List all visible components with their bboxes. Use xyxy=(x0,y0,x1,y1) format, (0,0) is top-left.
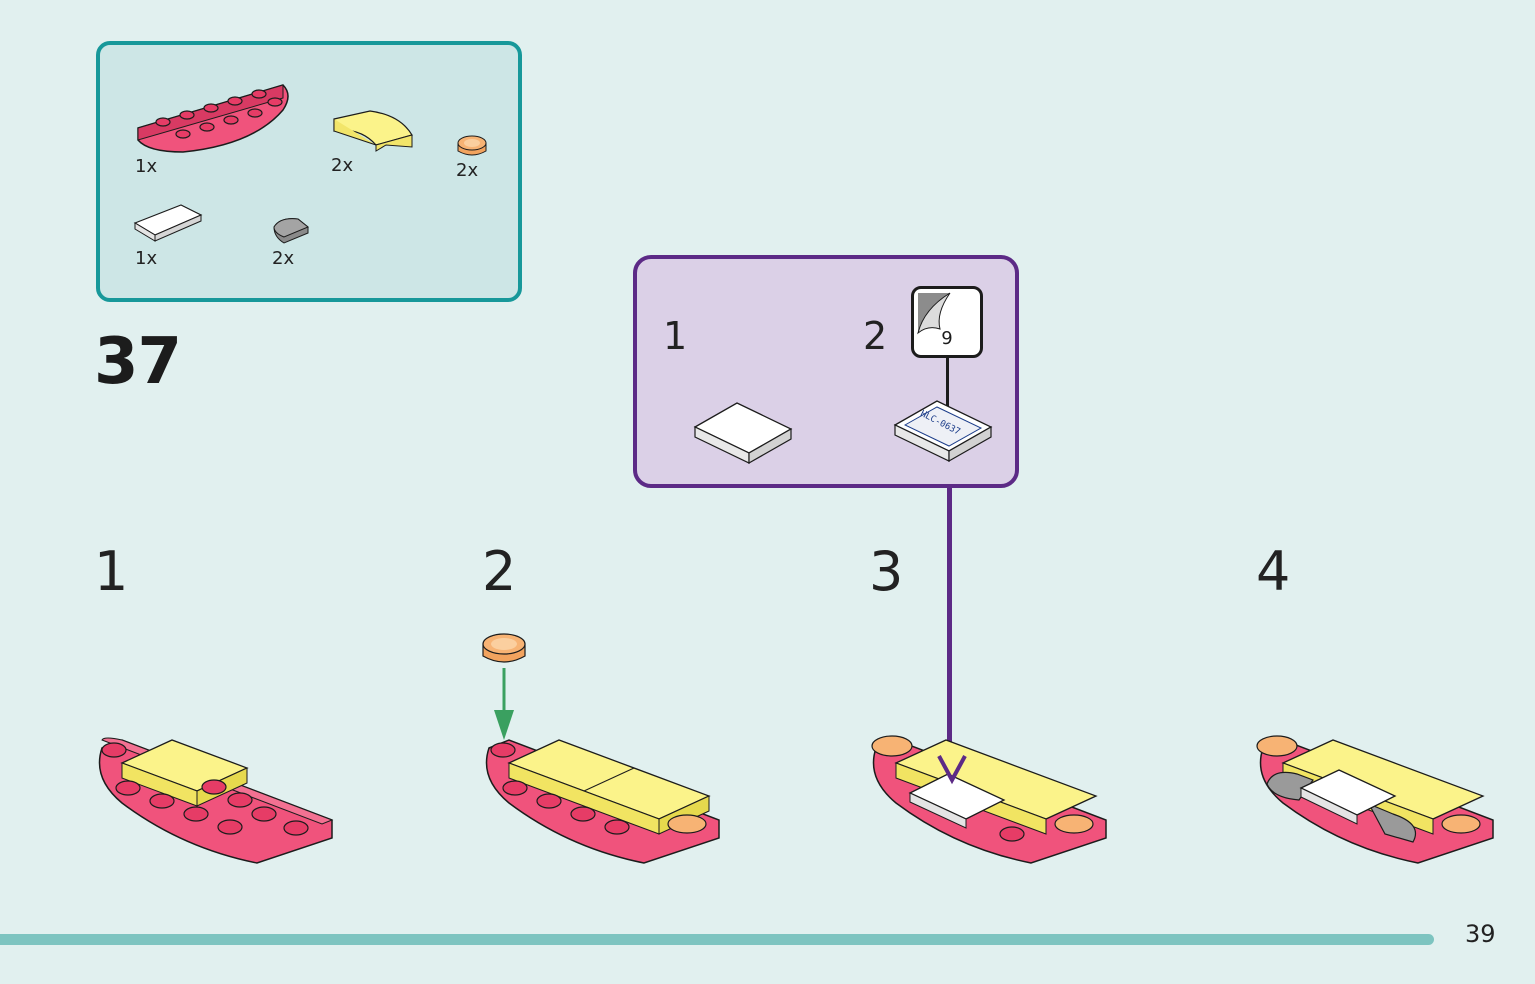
parts-list-box: 1x 2x 2x 1x 2x xyxy=(96,41,522,302)
orange-round-tile-drop xyxy=(482,633,526,663)
sub-assembly-box: 1 2 9 HLC-0637 xyxy=(633,255,1019,488)
step-2-assembly xyxy=(482,633,720,864)
sticker-number: 9 xyxy=(941,328,953,349)
sub-assembly-connector xyxy=(947,488,952,754)
pink-half-round-plate xyxy=(137,84,289,153)
orange-round-tile xyxy=(457,135,487,156)
main-step-number: 37 xyxy=(94,325,182,399)
step-number: 2 xyxy=(482,540,517,603)
step-4-assembly xyxy=(1256,735,1494,864)
part-qty: 1x xyxy=(135,248,158,269)
step-number: 1 xyxy=(94,540,129,603)
step-number: 3 xyxy=(869,540,904,603)
grey-quarter-round-tile xyxy=(273,218,309,244)
footer-bar xyxy=(0,934,1434,945)
step-number: 4 xyxy=(1256,540,1291,603)
yellow-curved-slope xyxy=(333,110,413,152)
sub-step-number: 1 xyxy=(663,314,688,358)
page-number: 39 xyxy=(1465,920,1496,948)
white-tile-with-sticker: HLC-0637 xyxy=(893,400,993,463)
sticker-callout: 9 xyxy=(911,286,983,358)
purple-arrow-head xyxy=(937,755,967,785)
sub-step-number: 2 xyxy=(863,314,888,358)
step-3-assembly xyxy=(871,735,1107,864)
green-arrow-head xyxy=(494,710,514,740)
part-qty: 2x xyxy=(272,248,295,269)
step-1-assembly xyxy=(98,737,334,864)
sticker-leader-line xyxy=(946,358,949,414)
white-tile-sub xyxy=(693,402,793,465)
part-qty: 2x xyxy=(331,155,354,176)
part-qty: 2x xyxy=(456,160,479,181)
part-qty: 1x xyxy=(135,156,158,177)
white-tile xyxy=(133,204,203,242)
sticker-peel-icon xyxy=(917,292,951,335)
